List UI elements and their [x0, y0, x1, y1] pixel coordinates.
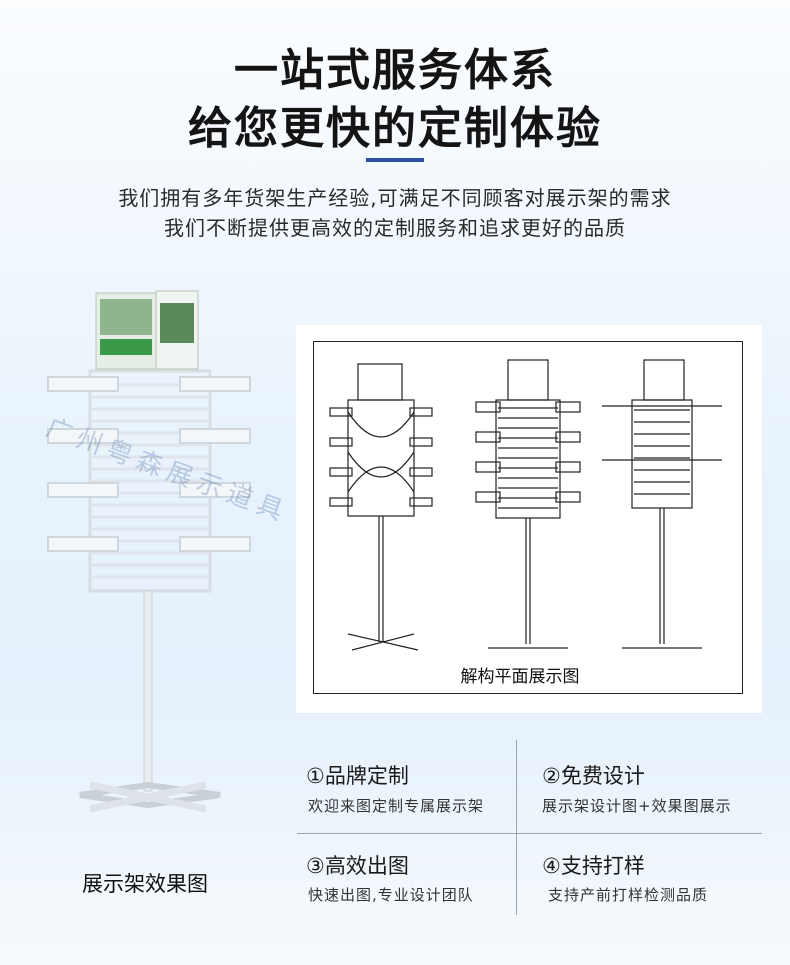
feature-title-design: ②免费设计	[542, 764, 645, 788]
accent-bar	[366, 158, 424, 162]
feature-divider-vertical	[516, 740, 517, 915]
structure-diagram	[329, 359, 722, 651]
headline-line2: 给您更快的定制体验	[188, 103, 602, 154]
feature-title-sample: ④支持打样	[542, 854, 645, 878]
intro-line1: 我们拥有多年货架生产经验,可满足不同顾客对展示架的需求	[118, 186, 672, 210]
feature-divider-horizontal	[297, 833, 762, 834]
display-rack-render	[47, 290, 251, 813]
feature-desc-design: 展示架设计图+效果图展示	[542, 797, 732, 815]
diagram-frame	[313, 341, 743, 694]
feature-desc-drawing: 快速出图,专业设计团队	[308, 886, 474, 904]
diagram-caption: 解构平面展示图	[460, 667, 580, 687]
product-caption: 展示架效果图	[82, 872, 208, 896]
intro-line2: 我们不断提供更高效的定制服务和追求更好的品质	[164, 216, 626, 240]
feature-desc-brand: 欢迎来图定制专属展示架	[308, 797, 485, 815]
feature-title-drawing: ③高效出图	[306, 854, 409, 878]
feature-desc-sample: 支持产前打样检测品质	[548, 886, 709, 904]
headline-line1: 一站式服务体系	[234, 45, 556, 96]
feature-title-brand: ①品牌定制	[306, 764, 409, 788]
